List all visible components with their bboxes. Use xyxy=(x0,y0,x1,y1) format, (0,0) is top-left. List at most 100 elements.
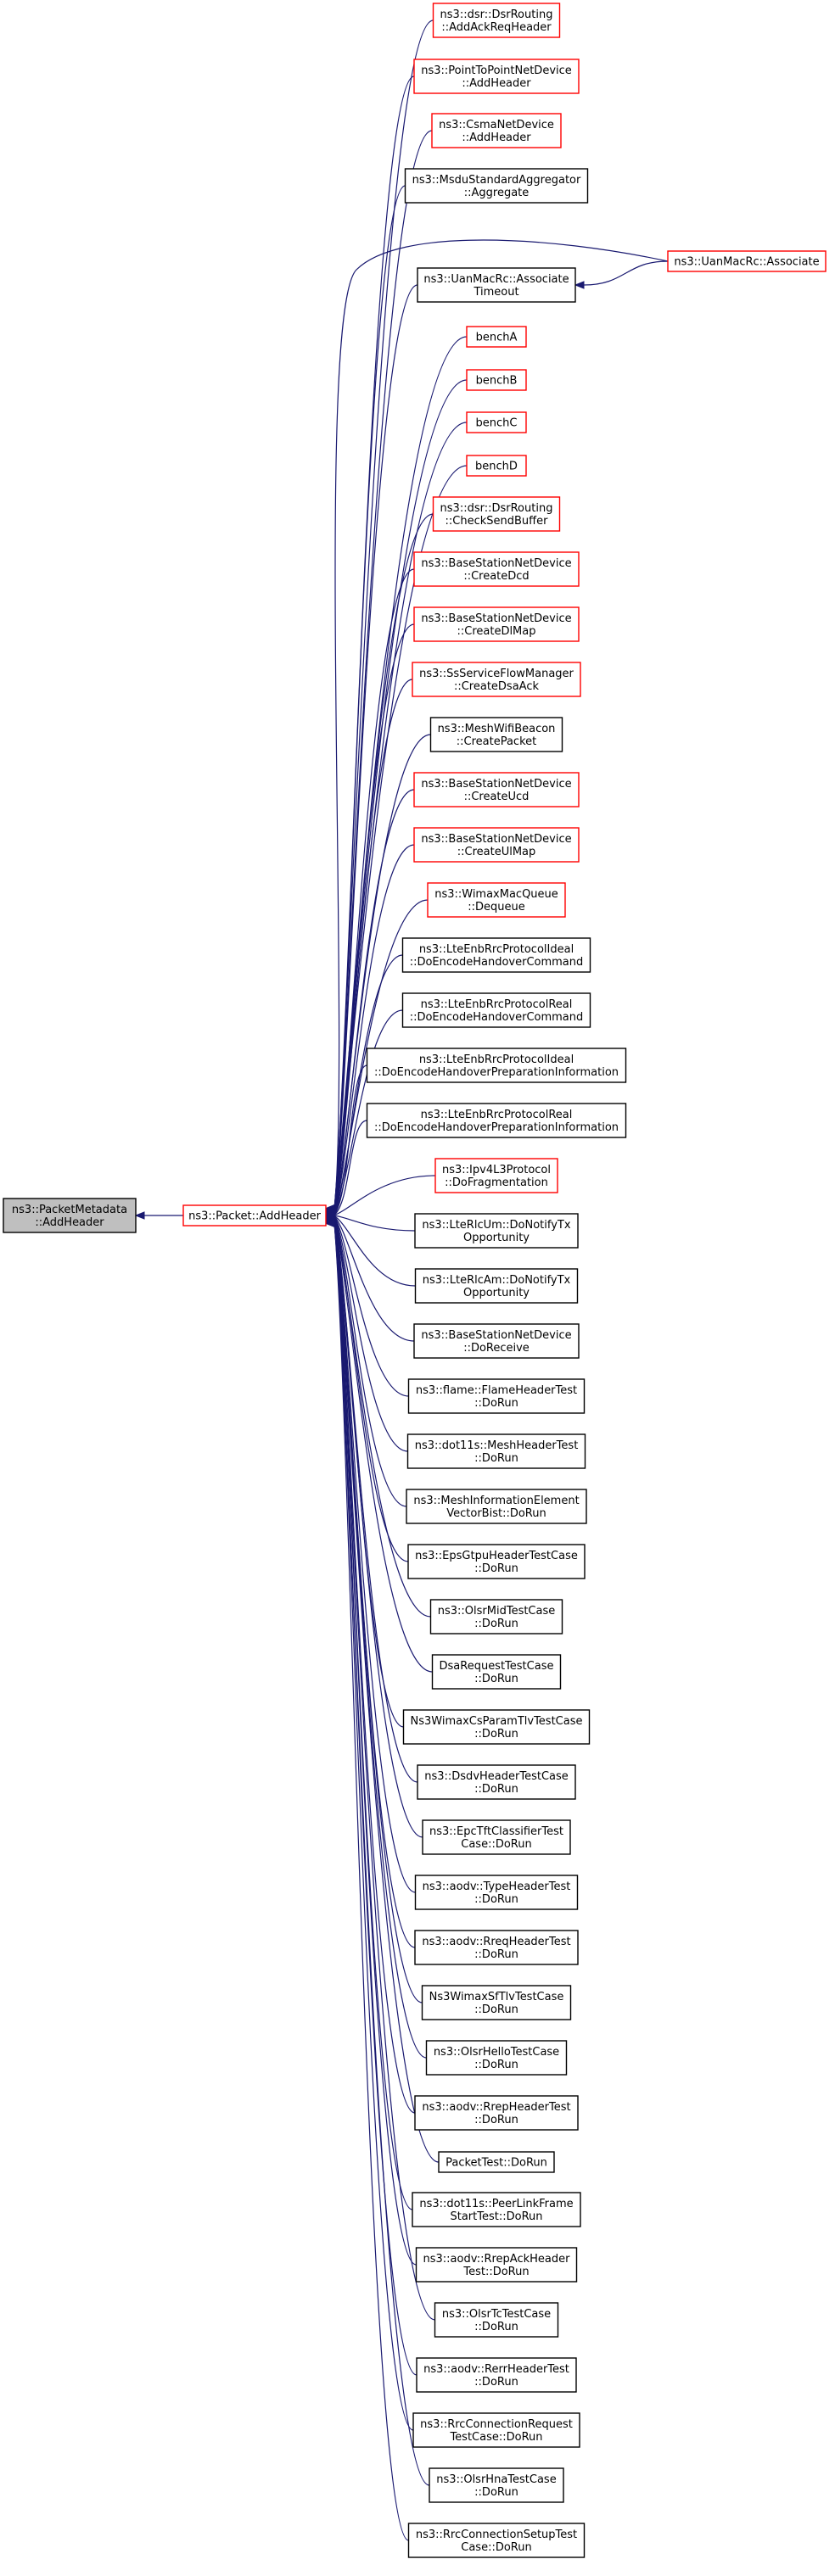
node-box[interactable] xyxy=(417,1764,576,1800)
node-box[interactable] xyxy=(182,1204,327,1227)
node-box[interactable] xyxy=(466,411,527,433)
node-n6[interactable]: benchA xyxy=(466,326,527,348)
node-root[interactable]: ns3::PacketMetadata::AddHeader xyxy=(3,1198,137,1233)
node-box[interactable] xyxy=(413,59,580,94)
node-box[interactable] xyxy=(414,1213,579,1249)
node-n3[interactable]: ns3::CsmaNetDevice::AddHeader xyxy=(431,113,562,148)
node-box[interactable] xyxy=(404,168,589,204)
node-n20[interactable]: ns3::LteEnbRrcProtocolIdeal::DoEncodeHan… xyxy=(366,1048,627,1083)
node-box[interactable] xyxy=(414,1875,579,1910)
node-box[interactable] xyxy=(431,113,562,148)
node-n40[interactable]: PacketTest::DoRun xyxy=(438,2151,555,2173)
node-box[interactable] xyxy=(425,2040,568,2076)
node-box[interactable] xyxy=(429,1599,563,1634)
node-n38[interactable]: ns3::OlsrHelloTestCase::DoRun xyxy=(425,2040,568,2076)
node-n39[interactable]: ns3::aodv::RrepHeaderTest::DoRun xyxy=(414,2095,579,2131)
node-n5b[interactable]: ns3::UanMacRc::Associate xyxy=(667,250,827,272)
node-box[interactable] xyxy=(413,606,580,642)
node-hub[interactable]: ns3::Packet::AddHeader xyxy=(182,1204,327,1227)
node-n2[interactable]: ns3::PointToPointNetDevice::AddHeader xyxy=(413,59,580,94)
node-box[interactable] xyxy=(366,1048,627,1083)
node-box[interactable] xyxy=(413,772,580,807)
node-n28[interactable]: ns3::MeshInformationElementVectorBist::D… xyxy=(406,1489,587,1524)
node-n43[interactable]: ns3::OlsrTcTestCase::DoRun xyxy=(434,2302,559,2338)
node-n36[interactable]: ns3::aodv::RreqHeaderTest::DoRun xyxy=(414,1930,579,1965)
node-n13[interactable]: ns3::SsServiceFlowManager::CreateDsaAck xyxy=(412,662,581,697)
node-box[interactable] xyxy=(415,2247,578,2283)
node-box[interactable] xyxy=(413,1323,580,1359)
node-box[interactable] xyxy=(406,1489,587,1524)
node-box[interactable] xyxy=(366,1103,627,1138)
node-n25[interactable]: ns3::BaseStationNetDevice::DoReceive xyxy=(413,1323,580,1359)
node-box[interactable] xyxy=(407,1378,586,1414)
node-n1[interactable]: ns3::dsr::DsrRouting::AddAckReqHeader xyxy=(432,3,561,38)
node-box[interactable] xyxy=(438,2151,555,2173)
node-n41[interactable]: ns3::dot11s::PeerLinkFrameStartTest::DoR… xyxy=(412,2192,581,2227)
node-box[interactable] xyxy=(407,1544,586,1579)
node-n7[interactable]: benchB xyxy=(466,369,527,391)
node-n12[interactable]: ns3::BaseStationNetDevice::CreateDlMap xyxy=(413,606,580,642)
node-n29[interactable]: ns3::EpsGtpuHeaderTestCase::DoRun xyxy=(407,1544,586,1579)
node-n11[interactable]: ns3::BaseStationNetDevice::CreateDcd xyxy=(413,551,580,587)
node-box[interactable] xyxy=(401,937,591,973)
node-box[interactable] xyxy=(429,2467,564,2503)
node-box[interactable] xyxy=(466,369,527,391)
node-box[interactable] xyxy=(429,717,563,752)
node-n16[interactable]: ns3::BaseStationNetDevice::CreateUlMap xyxy=(413,827,580,863)
node-box[interactable] xyxy=(432,3,561,38)
node-n32[interactable]: Ns3WimaxCsParamTlvTestCase::DoRun xyxy=(402,1709,591,1745)
node-box[interactable] xyxy=(414,2095,579,2131)
node-box[interactable] xyxy=(422,1819,571,1855)
node-n10[interactable]: ns3::dsr::DsrRouting::CheckSendBuffer xyxy=(432,496,561,532)
node-box[interactable] xyxy=(432,496,561,532)
node-n21[interactable]: ns3::LteEnbRrcProtocolReal::DoEncodeHand… xyxy=(366,1103,627,1138)
node-n44[interactable]: ns3::aodv::RerrHeaderTest::DoRun xyxy=(416,2357,577,2393)
node-box[interactable] xyxy=(416,2357,577,2393)
node-box[interactable] xyxy=(3,1198,137,1233)
node-n33[interactable]: ns3::DsdvHeaderTestCase::DoRun xyxy=(417,1764,576,1800)
node-n17[interactable]: ns3::WimaxMacQueue::Dequeue xyxy=(427,882,566,918)
node-n46[interactable]: ns3::OlsrHnaTestCase::DoRun xyxy=(429,2467,564,2503)
node-box[interactable] xyxy=(413,551,580,587)
node-box[interactable] xyxy=(431,1654,562,1690)
node-n37[interactable]: Ns3WimaxSfTlvTestCase::DoRun xyxy=(421,1985,572,2020)
node-n35[interactable]: ns3::aodv::TypeHeaderTest::DoRun xyxy=(414,1875,579,1910)
node-n19[interactable]: ns3::LteEnbRrcProtocolReal::DoEncodeHand… xyxy=(401,992,591,1028)
node-n4[interactable]: ns3::MsduStandardAggregator::Aggregate xyxy=(404,168,589,204)
node-box[interactable] xyxy=(421,1985,572,2020)
node-n30[interactable]: ns3::OlsrMidTestCase::DoRun xyxy=(429,1599,563,1634)
node-box[interactable] xyxy=(412,2412,580,2448)
node-n22[interactable]: ns3::Ipv4L3Protocol::DoFragmentation xyxy=(434,1158,558,1193)
node-box[interactable] xyxy=(466,326,527,348)
node-box[interactable] xyxy=(412,2192,581,2227)
node-box[interactable] xyxy=(401,992,591,1028)
node-n15[interactable]: ns3::BaseStationNetDevice::CreateUcd xyxy=(413,772,580,807)
node-n18[interactable]: ns3::LteEnbRrcProtocolIdeal::DoEncodeHan… xyxy=(401,937,591,973)
node-n27[interactable]: ns3::dot11s::MeshHeaderTest::DoRun xyxy=(406,1433,586,1469)
node-box[interactable] xyxy=(414,1268,579,1304)
node-box[interactable] xyxy=(427,882,566,918)
node-box[interactable] xyxy=(407,2523,586,2558)
node-n9[interactable]: benchD xyxy=(466,455,527,477)
node-box[interactable] xyxy=(413,827,580,863)
node-box[interactable] xyxy=(434,1158,558,1193)
node-box[interactable] xyxy=(412,662,581,697)
node-box[interactable] xyxy=(667,250,827,272)
node-box[interactable] xyxy=(434,2302,559,2338)
node-n26[interactable]: ns3::flame::FlameHeaderTest::DoRun xyxy=(407,1378,586,1414)
node-n31[interactable]: DsaRequestTestCase::DoRun xyxy=(431,1654,562,1690)
node-box[interactable] xyxy=(402,1709,591,1745)
node-n8[interactable]: benchC xyxy=(466,411,527,433)
node-box[interactable] xyxy=(417,267,576,303)
node-n14[interactable]: ns3::MeshWifiBeacon::CreatePacket xyxy=(429,717,563,752)
node-box[interactable] xyxy=(466,455,527,477)
node-box[interactable] xyxy=(414,1930,579,1965)
node-box[interactable] xyxy=(406,1433,586,1469)
